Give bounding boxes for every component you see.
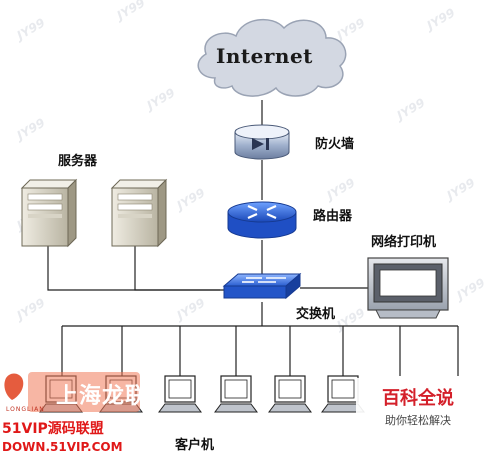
baike-subtitle: 助你轻松解决	[385, 414, 451, 427]
baike-title: 百科全说	[382, 388, 454, 409]
internet-label: Internet	[216, 44, 313, 68]
svg-text:JY99: JY99	[333, 306, 368, 334]
internet-cloud-icon	[197, 18, 347, 97]
site-url: DOWN.51VIP.COM	[2, 440, 123, 454]
client-computer-icon	[268, 375, 312, 413]
longlian-logo-icon	[4, 372, 140, 412]
printer-icon	[367, 257, 449, 319]
router-label: 路由器	[313, 209, 353, 224]
server-icon	[20, 178, 78, 248]
svg-text:JY99: JY99	[423, 6, 458, 34]
svg-text:JY99: JY99	[453, 276, 488, 304]
client-computer-icon	[158, 375, 202, 413]
svg-text:JY99: JY99	[143, 86, 178, 114]
server-icon	[110, 178, 168, 248]
svg-text:JY99: JY99	[113, 0, 148, 24]
svg-text:JY99: JY99	[13, 16, 48, 44]
svg-text:JY99: JY99	[443, 176, 478, 204]
longlian-small-text: LONGLIAN	[6, 406, 45, 413]
site-watermark: 51VIP源码联盟 DOWN.51VIP.COM	[2, 420, 123, 456]
firewall-label: 防火墙	[315, 137, 355, 152]
client-computer-icon	[321, 375, 365, 413]
svg-text:JY99: JY99	[173, 186, 208, 214]
longlian-logo-text: 上海龙联	[56, 384, 149, 409]
svg-text:JY99: JY99	[173, 296, 208, 324]
client-computer-icon	[214, 375, 258, 413]
switch-icon	[222, 272, 302, 300]
switch-label: 交换机	[296, 307, 336, 322]
connection-lines	[47, 100, 459, 376]
firewall-icon	[234, 124, 290, 160]
svg-text:JY99: JY99	[333, 16, 368, 44]
baike-watermark: 百科全说 助你轻松解决	[356, 378, 480, 432]
svg-text:JY99: JY99	[13, 116, 48, 144]
clients-label: 客户机	[175, 438, 215, 453]
site-name: 51VIP源码联盟	[2, 421, 104, 437]
svg-text:JY99: JY99	[13, 296, 48, 324]
printer-label: 网络打印机	[371, 235, 437, 250]
svg-text:JY99: JY99	[323, 176, 358, 204]
svg-text:JY99: JY99	[393, 96, 428, 124]
servers-label: 服务器	[58, 154, 98, 169]
router-icon	[227, 201, 297, 239]
